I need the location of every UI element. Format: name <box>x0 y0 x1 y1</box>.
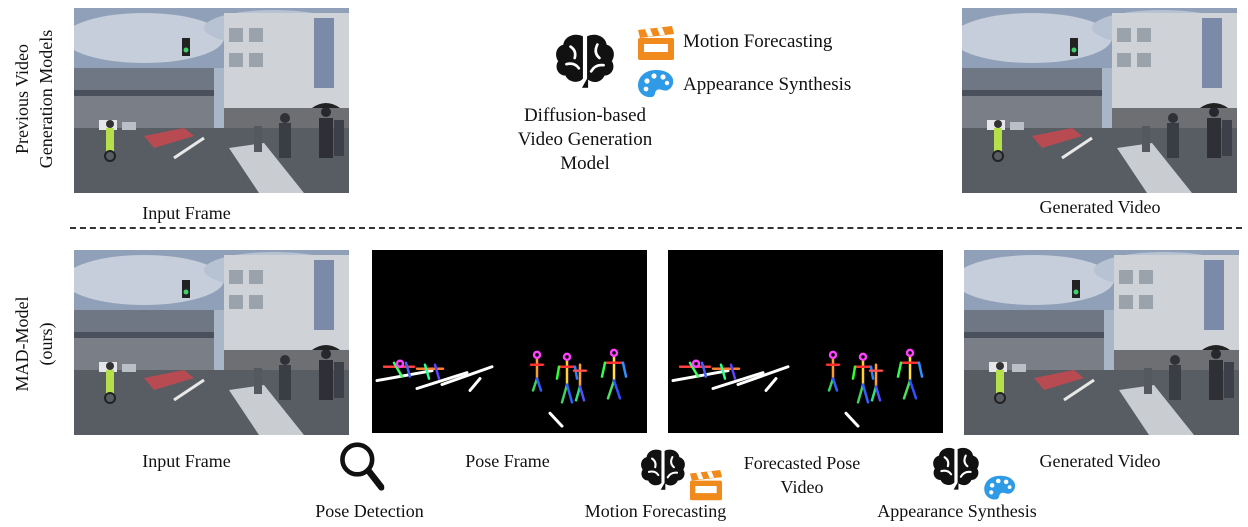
diffusion-model-caption: Diffusion-based Video Generation Model <box>490 104 680 176</box>
top-generated-video-caption: Generated Video <box>1039 197 1161 217</box>
pose-detection-magnifier-icon <box>336 440 386 492</box>
diffusion-model-line3: Model <box>560 153 610 174</box>
mad-model-row-label: MAD-Model (ours) <box>10 297 58 392</box>
bottom-input-frame-image <box>74 250 349 435</box>
forecasted-pose-video-caption: Forecasted Pose Video <box>722 451 882 499</box>
forecasted-pose-caption-line1: Forecasted Pose <box>743 453 861 473</box>
motion-forecasting-clapperboard-icon <box>688 470 724 502</box>
forecasted-pose-video-image <box>668 250 943 433</box>
motion-forecasting-brain-icon <box>638 446 688 490</box>
pose-frame-caption: Pose Frame <box>465 451 550 471</box>
top-brain-icon <box>552 26 618 92</box>
bottom-generated-video-image <box>964 250 1239 435</box>
appearance-synthesis-label: Appearance Synthesis <box>877 501 1037 521</box>
motion-forecasting-label: Motion Forecasting <box>584 501 727 521</box>
top-input-frame-image <box>74 8 349 193</box>
appearance-synthesis-brain-icon <box>930 444 982 490</box>
mad-model-label-line2: (ours) <box>36 322 56 366</box>
bottom-generated-video-caption: Generated Video <box>1039 451 1161 471</box>
diffusion-model-line1: Diffusion-based <box>523 105 647 126</box>
mad-model-label-line1: MAD-Model <box>12 296 32 392</box>
top-legend-motion-forecasting: Motion Forecasting <box>683 31 833 52</box>
appearance-synthesis-palette-icon <box>982 474 1018 502</box>
previous-models-row-label: Previous Video Generation Models <box>10 30 58 168</box>
top-palette-icon <box>636 68 676 100</box>
diffusion-model-line2: Video Generation <box>517 129 653 150</box>
previous-models-label-line1: Previous Video <box>12 43 32 155</box>
top-clapperboard-icon <box>636 26 676 62</box>
row-divider <box>70 227 1242 229</box>
previous-models-label-line2: Generation Models <box>36 29 56 169</box>
top-generated-video-image <box>962 8 1237 193</box>
bottom-input-frame-caption: Input Frame <box>142 451 231 471</box>
top-input-frame-caption: Input Frame <box>142 203 231 223</box>
forecasted-pose-caption-line2: Video <box>780 477 824 497</box>
pose-detection-label: Pose Detection <box>315 501 424 521</box>
top-legend-appearance-synthesis: Appearance Synthesis <box>683 74 852 95</box>
pose-frame-image <box>372 250 647 433</box>
